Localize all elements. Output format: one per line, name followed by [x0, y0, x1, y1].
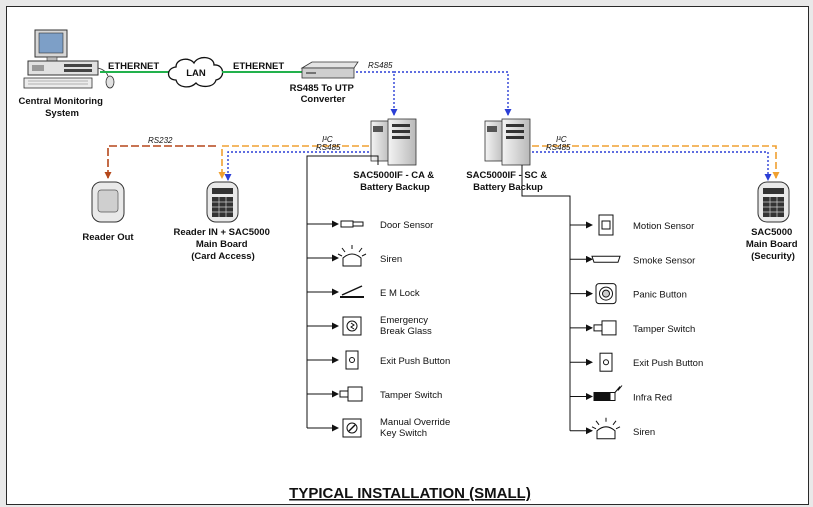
device-label: Exit Push Button	[633, 358, 703, 369]
reader-out-icon	[91, 181, 125, 223]
rs485-bus	[356, 71, 512, 116]
device-label: Tamper Switch	[380, 390, 442, 401]
break-glass-icon	[342, 316, 362, 336]
tamper-switch-icon	[593, 320, 617, 336]
device-row: Smoke Sensor	[570, 255, 695, 266]
diagram-title: TYPICAL INSTALLATION (SMALL)	[289, 485, 531, 502]
device-row: Siren	[570, 417, 655, 440]
controller-ca-label: SAC5000IF - CA & Battery Backup	[353, 170, 437, 193]
controller-ca-icon	[370, 118, 417, 166]
central-monitoring-label: Central Monitoring System	[18, 96, 105, 119]
device-row: Exit Push Button	[307, 350, 450, 370]
device-label: E M Lock	[380, 288, 420, 299]
device-row: Panic Button	[570, 283, 687, 305]
key-switch-icon	[342, 418, 362, 438]
central-monitoring-pc-icon	[23, 29, 115, 89]
device-row: Siren	[307, 245, 402, 267]
door-sensor-icon	[340, 220, 364, 228]
exit-button-icon	[345, 350, 359, 370]
rs485-label-left: RS485	[316, 143, 341, 152]
device-label: Door Sensor	[380, 220, 433, 231]
i2c-label-left: I²C	[322, 135, 333, 144]
device-label: Exit Push Button	[380, 356, 450, 367]
device-label: Smoke Sensor	[633, 255, 695, 266]
rs485-label-right: RS485	[546, 143, 571, 152]
i2c-link-left	[218, 145, 369, 179]
security-board-label: SAC5000 Main Board (Security)	[746, 227, 800, 262]
ethernet-label-right: ETHERNET	[233, 61, 284, 72]
rs232-link	[104, 145, 216, 179]
em-lock-icon	[340, 285, 364, 298]
reader-out-label: Reader Out	[82, 232, 134, 243]
diagram-frame	[6, 6, 809, 505]
tamper-switch-icon	[339, 386, 363, 402]
controller-sc-label: SAC5000IF - SC & Battery Backup	[466, 170, 549, 193]
rs485-top-label: RS485	[368, 61, 393, 70]
device-label: Motion Sensor	[633, 221, 694, 232]
rs485-converter-icon	[300, 61, 359, 79]
security-keypad-icon	[757, 181, 790, 223]
converter-label: RS485 To UTP Converter	[290, 83, 357, 105]
panic-button-icon	[595, 283, 617, 305]
smoke-sensor-icon	[591, 255, 621, 263]
i2c-link-right	[532, 145, 780, 179]
device-row: Tamper Switch	[307, 386, 442, 402]
lan-cloud-icon	[167, 56, 224, 88]
reader-in-label: Reader IN + SAC5000 Main Board (Card Acc…	[173, 227, 272, 262]
ethernet-label-left: ETHERNET	[108, 61, 159, 72]
controller-sc-icon	[484, 118, 531, 166]
i2c-label-right: I²C	[556, 135, 567, 144]
siren-icon	[337, 245, 367, 267]
motion-sensor-icon	[598, 214, 614, 236]
device-label: Infra Red	[633, 393, 672, 404]
device-row: Tamper Switch	[570, 320, 695, 336]
device-row: Infra Red	[570, 385, 672, 404]
lan-label: LAN	[186, 68, 206, 79]
device-label: Tamper Switch	[633, 324, 695, 335]
infra-red-icon	[593, 385, 623, 401]
device-row: Door Sensor	[307, 220, 433, 231]
rs485-link-left	[224, 151, 369, 181]
device-label: Siren	[380, 254, 402, 265]
exit-button-icon	[599, 352, 613, 372]
reader-in-keypad-icon	[206, 181, 239, 223]
rs485-link-right	[532, 151, 772, 181]
rs232-label: RS232	[148, 136, 173, 145]
device-label: Panic Button	[633, 290, 687, 301]
device-row: Exit Push Button	[570, 352, 703, 372]
device-label: Siren	[633, 427, 655, 438]
device-row: E M Lock	[307, 285, 420, 299]
device-row: Motion Sensor	[570, 214, 694, 236]
siren-icon	[591, 417, 621, 440]
